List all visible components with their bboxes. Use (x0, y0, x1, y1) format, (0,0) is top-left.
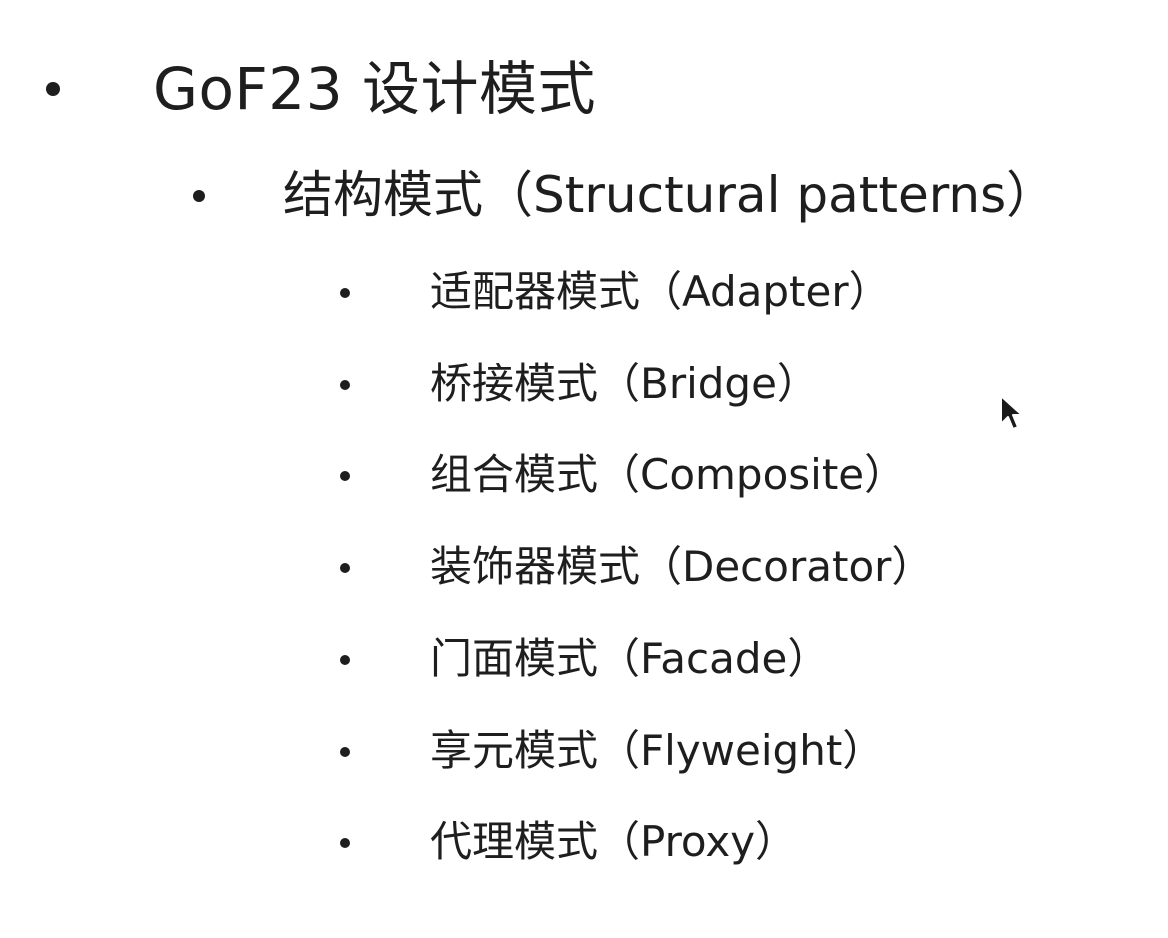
mouse-pointer-icon (1000, 395, 1023, 430)
category-heading: 结构模式（Structural patterns） (283, 166, 1057, 224)
bullet-dot-icon (340, 747, 350, 757)
bullet-dot-icon (340, 563, 350, 573)
pattern-bridge: 桥接模式（Bridge） (430, 359, 819, 408)
pattern-proxy: 代理模式（Proxy） (430, 817, 798, 866)
pattern-composite: 组合模式（Composite） (430, 450, 907, 499)
bullet-dot-icon (193, 190, 205, 202)
pattern-adapter: 适配器模式（Adapter） (430, 267, 891, 316)
bullet-dot-icon (340, 838, 350, 848)
slide-title: GoF23 设计模式 (153, 55, 597, 123)
bullet-dot-icon (340, 288, 350, 298)
pattern-decorator: 装饰器模式（Decorator） (430, 542, 934, 591)
bullet-dot-icon (340, 380, 350, 390)
bullet-dot-icon (340, 471, 350, 481)
bullet-dot-icon (46, 82, 60, 96)
bullet-dot-icon (340, 655, 350, 665)
pattern-facade: 门面模式（Facade） (430, 634, 830, 683)
pattern-flyweight: 享元模式（Flyweight） (430, 726, 885, 775)
